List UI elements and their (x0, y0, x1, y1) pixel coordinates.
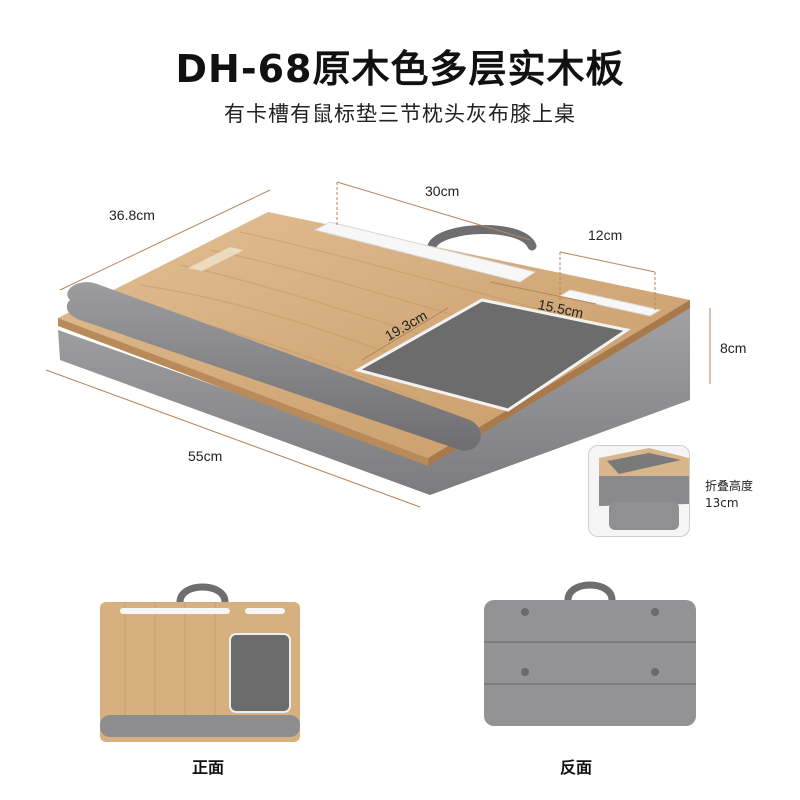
short-slot (558, 289, 662, 317)
front-view-illustration (100, 583, 300, 742)
back-view-label: 反面 (560, 758, 593, 777)
fold-height-value: 13cm (705, 496, 739, 510)
slot-long-label: 30cm (425, 183, 460, 199)
depth-label: 36.8cm (109, 207, 155, 223)
product-subtitle: 有卡槽有鼠标垫三节枕头灰布膝上桌 (224, 102, 576, 126)
front-view-label: 正面 (192, 758, 225, 777)
fabric-base (58, 300, 690, 495)
product-title: DH-68原木色多层实木板 (175, 47, 625, 91)
pillow (66, 282, 481, 451)
dimension-lines (45, 181, 711, 508)
width-label: 55cm (188, 448, 223, 464)
back-view-illustration (484, 581, 696, 726)
fold-height-label: 折叠高度 (705, 479, 754, 493)
slot-short-label: 12cm (588, 227, 623, 243)
fold-inset (588, 445, 690, 537)
handle (427, 225, 537, 251)
height-label: 8cm (720, 340, 747, 356)
mousepad (354, 298, 631, 412)
long-slot (313, 221, 537, 283)
